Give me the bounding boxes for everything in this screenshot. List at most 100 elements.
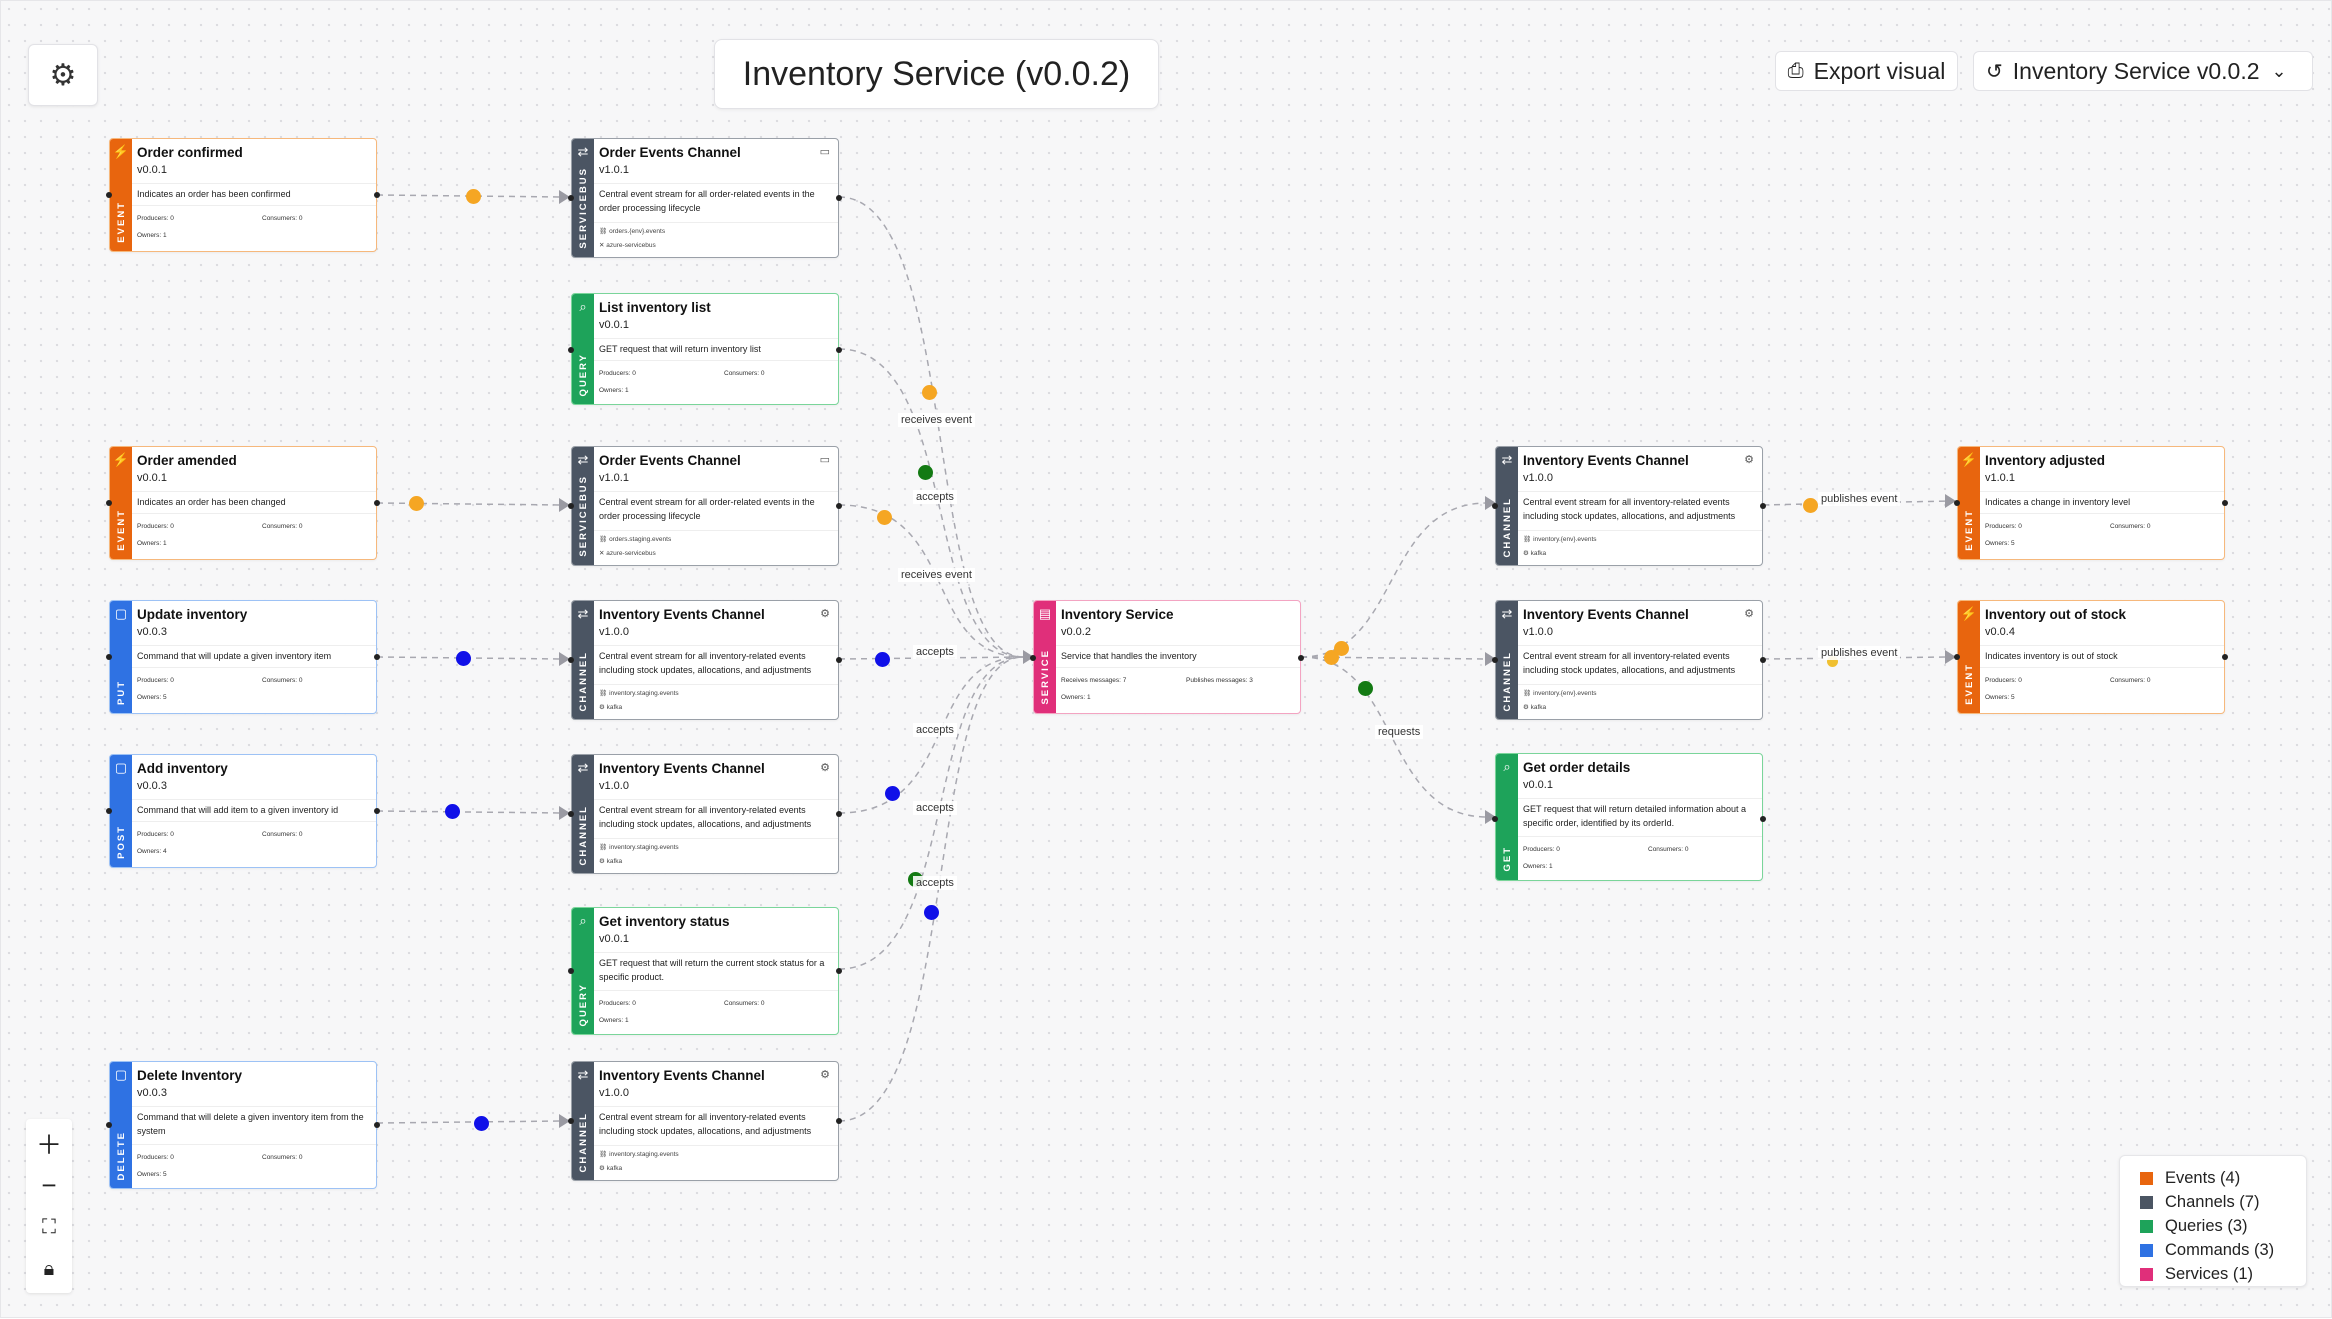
node-update-inventory[interactable]: ▢PUT Update inventory v0.0.3 Command tha… [106, 600, 380, 714]
input-handle[interactable] [568, 195, 574, 201]
zoom-in-button[interactable]: ＋ [29, 1123, 69, 1163]
output-handle[interactable] [1760, 503, 1766, 509]
input-handle[interactable] [568, 657, 574, 663]
node-description: Central event stream for all inventory-r… [599, 805, 812, 829]
edge-dot [1324, 650, 1339, 665]
arrowhead [559, 498, 570, 512]
output-handle[interactable] [374, 192, 380, 198]
edge-label-requests: requests [1375, 725, 1424, 739]
node-owners: Owners: 1 [137, 540, 167, 547]
node-inventory-service[interactable]: ▤SERVICE Inventory Service v0.0.2 Servic… [1030, 600, 1304, 714]
output-handle[interactable] [836, 1118, 842, 1124]
input-handle[interactable] [568, 811, 574, 817]
input-handle[interactable] [1954, 500, 1960, 506]
arrowhead [559, 1114, 570, 1128]
legend-item-services[interactable]: Services (1) [2140, 1262, 2286, 1286]
export-visual-label: Export visual [1813, 57, 1946, 84]
settings-button[interactable]: ⚙ [28, 44, 98, 106]
node-order-events-channel[interactable]: ⇄SERVICEBUS Order Events Channel ▭ v1.0.… [568, 446, 842, 566]
node-inventory-adjusted[interactable]: ⚡EVENT Inventory adjusted v1.0.1 Indicat… [1954, 446, 2228, 560]
input-handle[interactable] [106, 500, 112, 506]
node-inventory-events-channel[interactable]: ⇄CHANNEL Inventory Events Channel ⚙ v1.0… [1492, 446, 1766, 566]
node-order-amended[interactable]: ⚡EVENT Order amended v0.0.1 Indicates an… [106, 446, 380, 560]
version-select[interactable]: ↺ Inventory Service v0.0.2 ⌄ [1973, 51, 2313, 91]
node-description: Central event stream for all order-relat… [599, 497, 815, 521]
output-handle[interactable] [1760, 816, 1766, 822]
node-inventory-events-channel[interactable]: ⇄CHANNEL Inventory Events Channel ⚙ v1.0… [1492, 600, 1766, 720]
output-handle[interactable] [836, 347, 842, 353]
input-handle[interactable] [106, 808, 112, 814]
legend-item-queries[interactable]: Queries (3) [2140, 1214, 2286, 1238]
node-title: Order amended [137, 453, 237, 468]
node-delete-inventory[interactable]: ▢DELETE Delete Inventory v0.0.3 Command … [106, 1061, 380, 1189]
node-order-confirmed[interactable]: ⚡EVENT Order confirmed v0.0.1 Indicates … [106, 138, 380, 252]
output-handle[interactable] [836, 195, 842, 201]
node-inventory-events-channel[interactable]: ⇄CHANNEL Inventory Events Channel ⚙ v1.0… [568, 1061, 842, 1181]
input-handle[interactable] [1954, 654, 1960, 660]
output-handle[interactable] [1760, 657, 1766, 663]
output-handle[interactable] [374, 1122, 380, 1128]
node-owners: Owners: 5 [1985, 540, 2015, 547]
fit-view-button[interactable]: ⛶ [29, 1207, 69, 1247]
node-description: Command that will update a given invento… [137, 651, 332, 661]
input-handle[interactable] [568, 347, 574, 353]
edge-dot [918, 465, 933, 480]
output-handle[interactable] [374, 808, 380, 814]
output-handle[interactable] [374, 500, 380, 506]
input-handle[interactable] [568, 1118, 574, 1124]
node-order-events-channel[interactable]: ⇄SERVICEBUS Order Events Channel ▭ v1.0.… [568, 138, 842, 258]
protocol-icon: ⚙ [599, 704, 607, 711]
node-address: ⛓ inventory.staging.events [599, 690, 679, 697]
input-handle[interactable] [106, 192, 112, 198]
output-handle[interactable] [836, 657, 842, 663]
lock-button[interactable]: 🔒︎ [29, 1249, 69, 1289]
input-handle[interactable] [1492, 816, 1498, 822]
node-inventory-out-of-stock[interactable]: ⚡EVENT Inventory out of stock v0.0.4 Ind… [1954, 600, 2228, 714]
input-handle[interactable] [1492, 503, 1498, 509]
node-protocol: ⚙ kafka [599, 858, 623, 865]
node-description: Central event stream for all inventory-r… [1523, 651, 1736, 675]
node-list-inventory-list[interactable]: ⌕QUERY List inventory list v0.0.1 GET re… [568, 293, 842, 405]
node-get-inventory-status[interactable]: ⌕QUERY Get inventory status v0.0.1 GET r… [568, 907, 842, 1035]
output-handle[interactable] [836, 503, 842, 509]
input-handle[interactable] [106, 654, 112, 660]
node-add-inventory[interactable]: ▢POST Add inventory v0.0.3 Command that … [106, 754, 380, 868]
input-handle[interactable] [568, 968, 574, 974]
input-handle[interactable] [1492, 657, 1498, 663]
node-title: Get inventory status [599, 914, 730, 929]
output-handle[interactable] [836, 811, 842, 817]
output-handle[interactable] [2222, 500, 2228, 506]
node-version: v0.0.3 [137, 1087, 167, 1099]
node-description: Indicates inventory is out of stock [1985, 651, 2118, 661]
node-description: GET request that will return detailed in… [1523, 804, 1746, 828]
node-get-order-details[interactable]: ⌕GET Get order details v0.0.1 GET reques… [1492, 753, 1766, 881]
node-consumers: Consumers: 0 [262, 831, 303, 838]
node-protocol: ✕ azure-servicebus [599, 242, 656, 249]
node-inventory-events-channel[interactable]: ⇄CHANNEL Inventory Events Channel ⚙ v1.0… [568, 754, 842, 874]
node-type-label: GET [1501, 846, 1513, 872]
node-owners: Owners: 1 [137, 232, 167, 239]
legend-item-commands[interactable]: Commands (3) [2140, 1238, 2286, 1262]
protocol-icon: ⚙ [1523, 704, 1531, 711]
output-handle[interactable] [2222, 654, 2228, 660]
input-handle[interactable] [106, 1122, 112, 1128]
input-handle[interactable] [568, 503, 574, 509]
legend-item-channels[interactable]: Channels (7) [2140, 1190, 2286, 1214]
channel-icon: ⇄ [577, 1067, 589, 1082]
output-handle[interactable] [836, 968, 842, 974]
zoom-out-button[interactable]: − [29, 1165, 69, 1205]
message-icon: ▢ [114, 760, 128, 775]
input-handle[interactable] [1030, 655, 1036, 661]
export-visual-button[interactable]: ⎙ Export visual [1775, 51, 1958, 91]
lightning-icon: ⚡ [112, 144, 130, 159]
azure-icon: ▭ [819, 454, 830, 466]
node-description: GET request that will return inventory l… [599, 344, 761, 354]
legend-item-events[interactable]: Events (4) [2140, 1166, 2286, 1190]
file-download-icon: ⎙ [1787, 59, 1804, 82]
arrowhead [1485, 652, 1496, 666]
output-handle[interactable] [1298, 655, 1304, 661]
protocol-icon: ⚙ [1523, 550, 1531, 557]
output-handle[interactable] [374, 654, 380, 660]
node-inventory-events-channel[interactable]: ⇄CHANNEL Inventory Events Channel ⚙ v1.0… [568, 600, 842, 720]
